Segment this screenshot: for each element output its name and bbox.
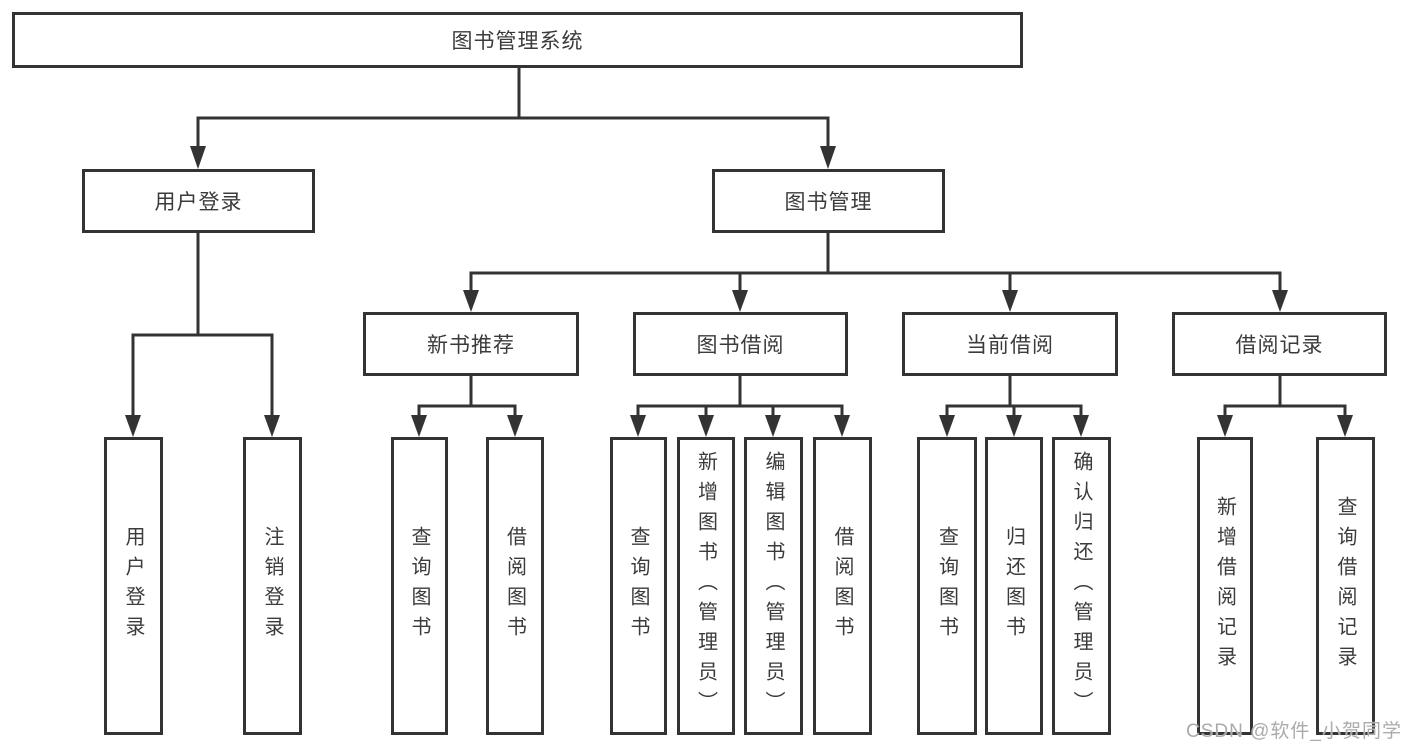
node-book-borrow-label: 图书借阅 (696, 334, 785, 357)
csdn-watermark: CSDN @软件_小贺同学 (1186, 721, 1402, 742)
connector-user-login-to-leaves (125, 233, 280, 437)
leaf-recommend-borrow-books: 借阅图书 (486, 437, 544, 735)
leaf-add-borrow-record: 新增借阅记录 (1197, 437, 1253, 735)
node-user-login: 用户登录 (82, 169, 315, 233)
node-borrow-records-label: 借阅记录 (1235, 334, 1324, 357)
connector-book-borrow-to-leaves (630, 376, 850, 437)
connector-current-borrow-to-leaves (939, 376, 1089, 437)
node-new-book-recommend-label: 新书推荐 (427, 334, 515, 357)
connector-root-to-branches (190, 67, 836, 169)
leaf-logout: 注销登录 (243, 437, 302, 735)
node-user-login-label: 用户登录 (154, 191, 243, 214)
leaf-edit-books-admin: 编辑图书（管理员） (744, 437, 803, 735)
node-current-borrow: 当前借阅 (902, 312, 1118, 376)
node-root: 图书管理系统 (12, 12, 1023, 68)
leaf-recommend-borrow-books-label: 借阅图书 (503, 526, 526, 646)
leaf-recommend-query-books-label: 查询图书 (408, 526, 430, 646)
leaf-current-query-books-label: 查询图书 (935, 526, 958, 646)
leaf-edit-books-admin-label: 编辑图书（管理员） (762, 451, 784, 721)
leaf-borrow-books-label: 借阅图书 (831, 526, 853, 646)
node-new-book-recommend: 新书推荐 (363, 312, 579, 376)
connector-new-book-recommend-to-leaves (411, 376, 523, 437)
leaf-confirm-return-admin-label: 确认归还（管理员） (1070, 451, 1092, 721)
node-book-management: 图书管理 (712, 169, 945, 233)
leaf-current-query-books: 查询图书 (917, 437, 977, 735)
leaf-borrow-query-books: 查询图书 (610, 437, 667, 735)
leaf-confirm-return-admin: 确认归还（管理员） (1052, 437, 1111, 735)
leaf-borrow-query-books-label: 查询图书 (627, 526, 649, 646)
leaf-logout-label: 注销登录 (261, 526, 283, 646)
leaf-query-borrow-record-label: 查询借阅记录 (1334, 496, 1356, 676)
leaf-add-books-admin-label: 新增图书（管理员） (694, 451, 717, 721)
connector-book-management-to-children (463, 232, 1288, 312)
node-book-management-label: 图书管理 (784, 191, 873, 214)
leaf-return-books-label: 归还图书 (1002, 526, 1025, 646)
leaf-user-login-label: 用户登录 (122, 526, 144, 646)
leaf-add-borrow-record-label: 新增借阅记录 (1213, 496, 1236, 676)
leaf-return-books: 归还图书 (985, 437, 1043, 735)
node-root-label: 图书管理系统 (451, 30, 584, 53)
leaf-user-login: 用户登录 (104, 437, 163, 735)
connector-borrow-records-to-leaves (1217, 376, 1353, 437)
node-current-borrow-label: 当前借阅 (966, 334, 1054, 357)
leaf-borrow-books: 借阅图书 (813, 437, 872, 735)
leaf-recommend-query-books: 查询图书 (391, 437, 448, 735)
leaf-query-borrow-record: 查询借阅记录 (1316, 437, 1375, 735)
node-book-borrow: 图书借阅 (633, 312, 848, 376)
leaf-add-books-admin: 新增图书（管理员） (677, 437, 735, 735)
node-borrow-records: 借阅记录 (1172, 312, 1387, 376)
